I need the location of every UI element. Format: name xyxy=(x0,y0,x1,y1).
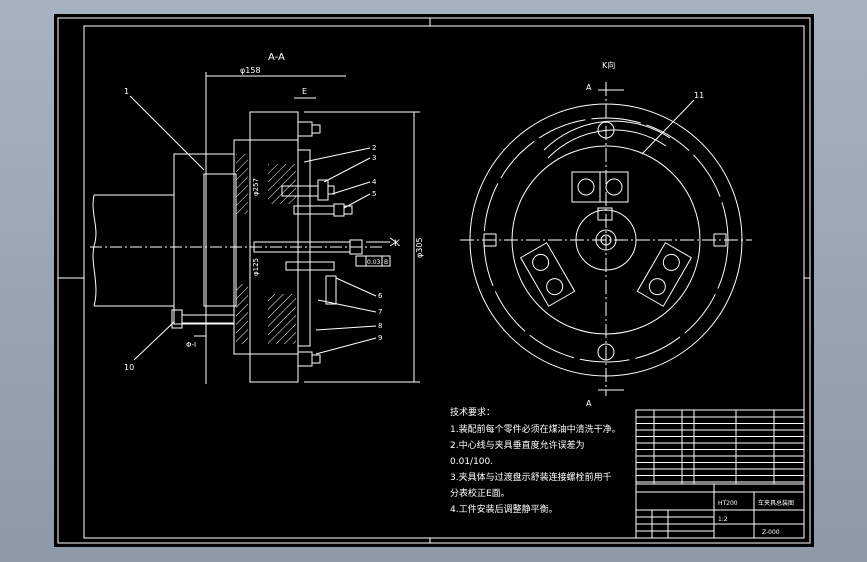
dim-d257: φ257 xyxy=(252,178,260,196)
datum-e: E xyxy=(302,87,307,96)
tol-value: 0.03 xyxy=(367,259,381,266)
tech-title: 技术要求： xyxy=(450,406,495,418)
tb-title: 车夹具总装图 xyxy=(758,499,794,507)
tech-line-5: 分表校正E面。 xyxy=(450,487,510,499)
dim-d305: φ305 xyxy=(415,237,424,258)
tech-line-1: 1.装配前每个零件必须在煤油中清洗干净。 xyxy=(450,423,621,435)
view-k-label: K向 xyxy=(602,60,615,70)
leader-7: 7 xyxy=(378,308,382,316)
tech-line-6: 4.工件安装后调整静平衡。 xyxy=(450,503,558,515)
section-label: A-A xyxy=(268,52,285,63)
leader-1: 1 xyxy=(124,87,129,96)
leader-6: 6 xyxy=(378,292,383,300)
leader-4: 4 xyxy=(372,178,377,186)
drawing-sheet: A-A φ158 E xyxy=(54,14,814,547)
outer-border xyxy=(57,17,811,544)
svg-text:Φ-I: Φ-I xyxy=(186,341,196,349)
tech-line-4: 3.夹具体与过渡盘示舒装连接螺栓前用千 xyxy=(450,471,612,483)
dim-d158: φ158 xyxy=(240,66,261,75)
leader-9: 9 xyxy=(378,334,382,342)
leader-3: 3 xyxy=(372,154,376,162)
inner-border xyxy=(83,25,805,539)
title-block: HT200 车夹具总装图 1:2 Z-000 xyxy=(635,409,805,539)
leader-2: 2 xyxy=(372,144,376,152)
tol-ref: B xyxy=(384,259,388,266)
tb-material: HT200 xyxy=(718,500,738,507)
tech-line-2: 2.中心线与夹具垂直度允许误差为 xyxy=(450,439,585,451)
tech-line-3: 0.01/100. xyxy=(450,457,493,467)
cut-mark-top: A xyxy=(586,83,592,92)
drawing-canvas: A-A φ158 E xyxy=(57,17,811,544)
tb-drawing-no: Z-000 xyxy=(762,529,780,536)
technical-requirements: 技术要求： 1.装配前每个零件必须在煤油中清洗干净。 2.中心线与夹具垂直度允许… xyxy=(450,406,621,515)
leader-5: 5 xyxy=(372,190,376,198)
leader-11: 11 xyxy=(694,91,704,100)
cut-mark-bottom: A xyxy=(586,399,592,408)
leader-10: 10 xyxy=(124,363,134,372)
leader-8: 8 xyxy=(378,322,382,330)
view-k: K向 A A xyxy=(460,60,752,408)
section-view: A-A φ158 E xyxy=(90,52,424,384)
k-arrow-label: K xyxy=(394,239,401,249)
dim-d125: φ125 xyxy=(252,258,260,276)
tb-scale: 1:2 xyxy=(718,516,728,523)
